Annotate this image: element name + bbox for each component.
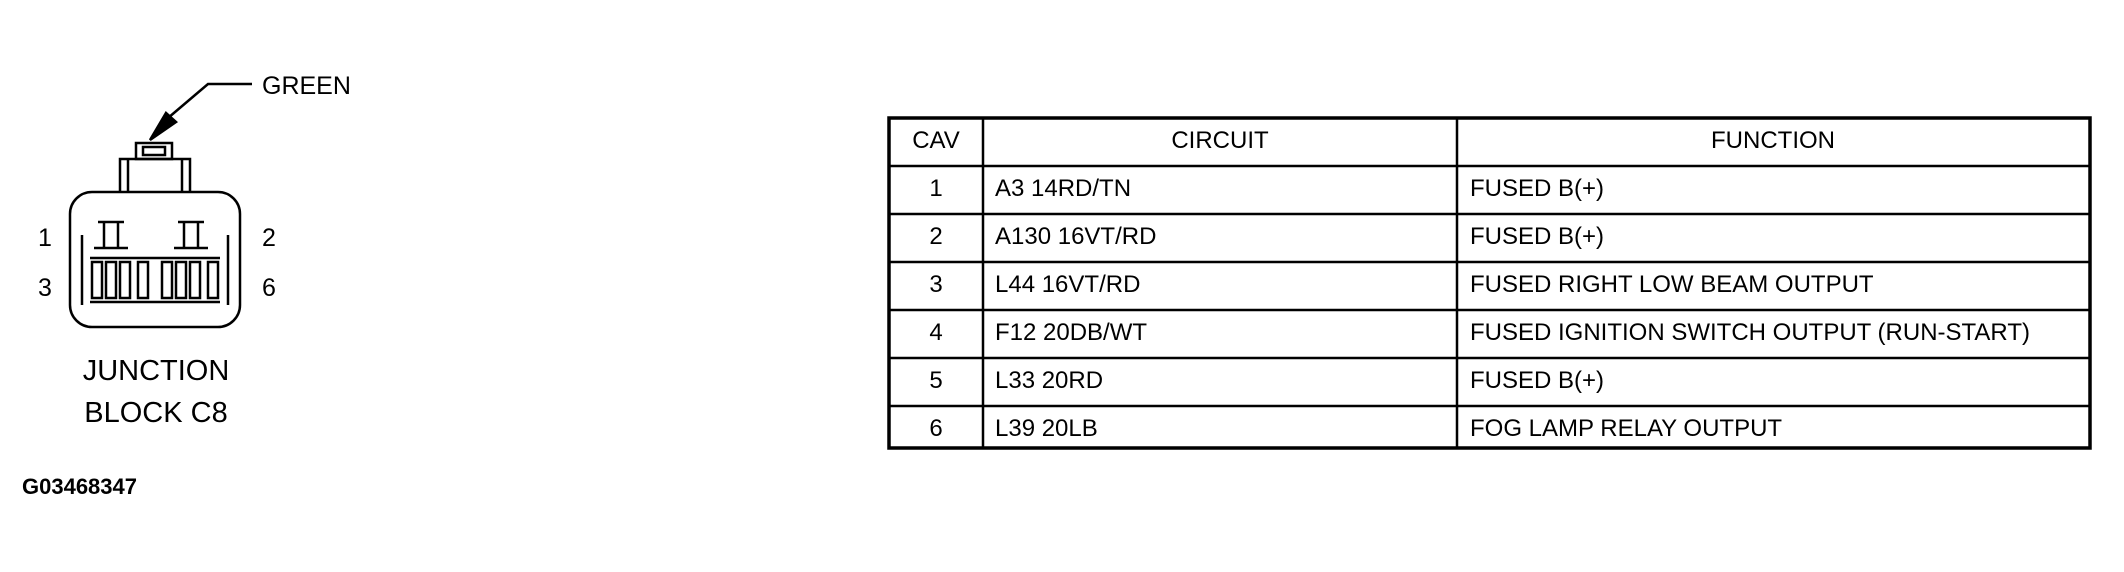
cell-circuit: L33 20RD [995,367,1103,394]
cell-cav: 5 [929,367,942,394]
cell-function: FUSED IGNITION SWITCH OUTPUT (RUN-START) [1470,319,2030,346]
cell-circuit: L44 16VT/RD [995,271,1140,298]
cell-circuit: A130 16VT/RD [995,223,1156,250]
cell-cav: 6 [929,415,942,442]
cell-function: FUSED RIGHT LOW BEAM OUTPUT [1470,271,1874,298]
connector-body [68,190,242,329]
terminal-cavities-lower [90,256,220,304]
header-function: FUNCTION [1711,127,1835,154]
cell-function: FUSED B(+) [1470,367,1604,394]
connector-shroud [118,157,192,192]
table-row: 3 L44 16VT/RD FUSED RIGHT LOW BEAM OUTPU… [929,271,1874,298]
cell-function: FUSED B(+) [1470,223,1604,250]
pinout-table: CAV CIRCUIT FUNCTION 1 A3 14RD/TN FUSED … [887,116,2092,450]
connector-title-line1: JUNCTION [83,355,230,387]
pin-label-2: 2 [262,224,276,252]
cell-function: FUSED B(+) [1470,175,1604,202]
cell-circuit: L39 20LB [995,415,1098,442]
wire-color-callout: GREEN [262,72,351,100]
table-row: 5 L33 20RD FUSED B(+) [929,367,1604,394]
pin-label-6: 6 [262,274,276,302]
table-row: 1 A3 14RD/TN FUSED B(+) [929,175,1604,202]
table-row: 4 F12 20DB/WT FUSED IGNITION SWITCH OUTP… [929,319,2030,346]
figure-id: G03468347 [22,474,137,499]
callout-leader-line [167,82,252,119]
connector-drawing [68,82,252,329]
cell-cav: 2 [929,223,942,250]
connector-latch [134,141,174,161]
table-header-row: CAV CIRCUIT FUNCTION [912,127,1835,154]
terminal-cavity-2 [174,220,208,250]
table-row: 6 L39 20LB FOG LAMP RELAY OUTPUT [929,415,1782,442]
cell-circuit: F12 20DB/WT [995,319,1147,346]
cell-function: FOG LAMP RELAY OUTPUT [1470,415,1782,442]
connector-title-line2: BLOCK C8 [84,397,227,429]
cell-circuit: A3 14RD/TN [995,175,1131,202]
header-cav: CAV [912,127,960,154]
cell-cav: 1 [929,175,942,202]
terminal-cavity-1 [94,220,128,250]
pin-label-3: 3 [38,274,52,302]
pin-label-1: 1 [38,224,52,252]
header-circuit: CIRCUIT [1171,127,1269,154]
cell-cav: 4 [929,319,942,346]
table-row: 2 A130 16VT/RD FUSED B(+) [929,223,1604,250]
cell-cav: 3 [929,271,942,298]
